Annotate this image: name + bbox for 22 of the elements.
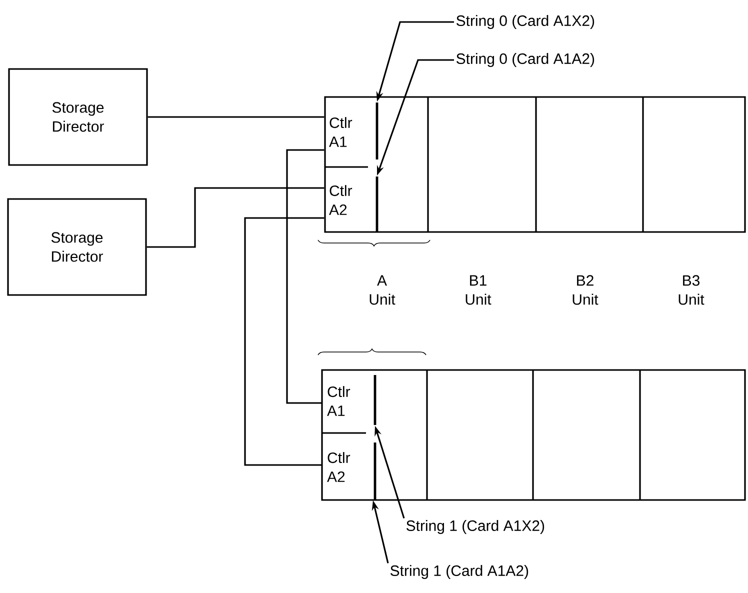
cable-line (146, 187, 324, 248)
card-bar (376, 176, 378, 232)
callout-text: String 1 (Card A1X2) (406, 520, 544, 534)
callout-text: String 0 (Card A1A2) (456, 53, 594, 67)
unit-label: B3 Unit (678, 275, 704, 305)
unit-label: B1 Unit (466, 275, 492, 305)
cable-line (286, 149, 324, 404)
controller-label: Ctlr A1 (327, 386, 350, 416)
storage-director-box: Storage Director (8, 68, 148, 166)
cable-line (148, 116, 324, 118)
controller-label: Ctlr A2 (327, 452, 350, 482)
callout-text: String 0 (Card A1X2) (456, 15, 594, 29)
storage-director-box: Storage Director (7, 198, 147, 296)
unit-label: A Unit (370, 275, 396, 305)
controller-label: Ctlr A1 (329, 117, 352, 147)
unit-label: B2 Unit (572, 275, 598, 305)
cable-line (244, 217, 324, 466)
card-bar (374, 375, 376, 425)
callout-text: String 1 (Card A1A2) (390, 565, 528, 579)
card-bar (376, 102, 378, 160)
card-bar (374, 442, 376, 500)
controller-label: Ctlr A2 (329, 185, 352, 215)
